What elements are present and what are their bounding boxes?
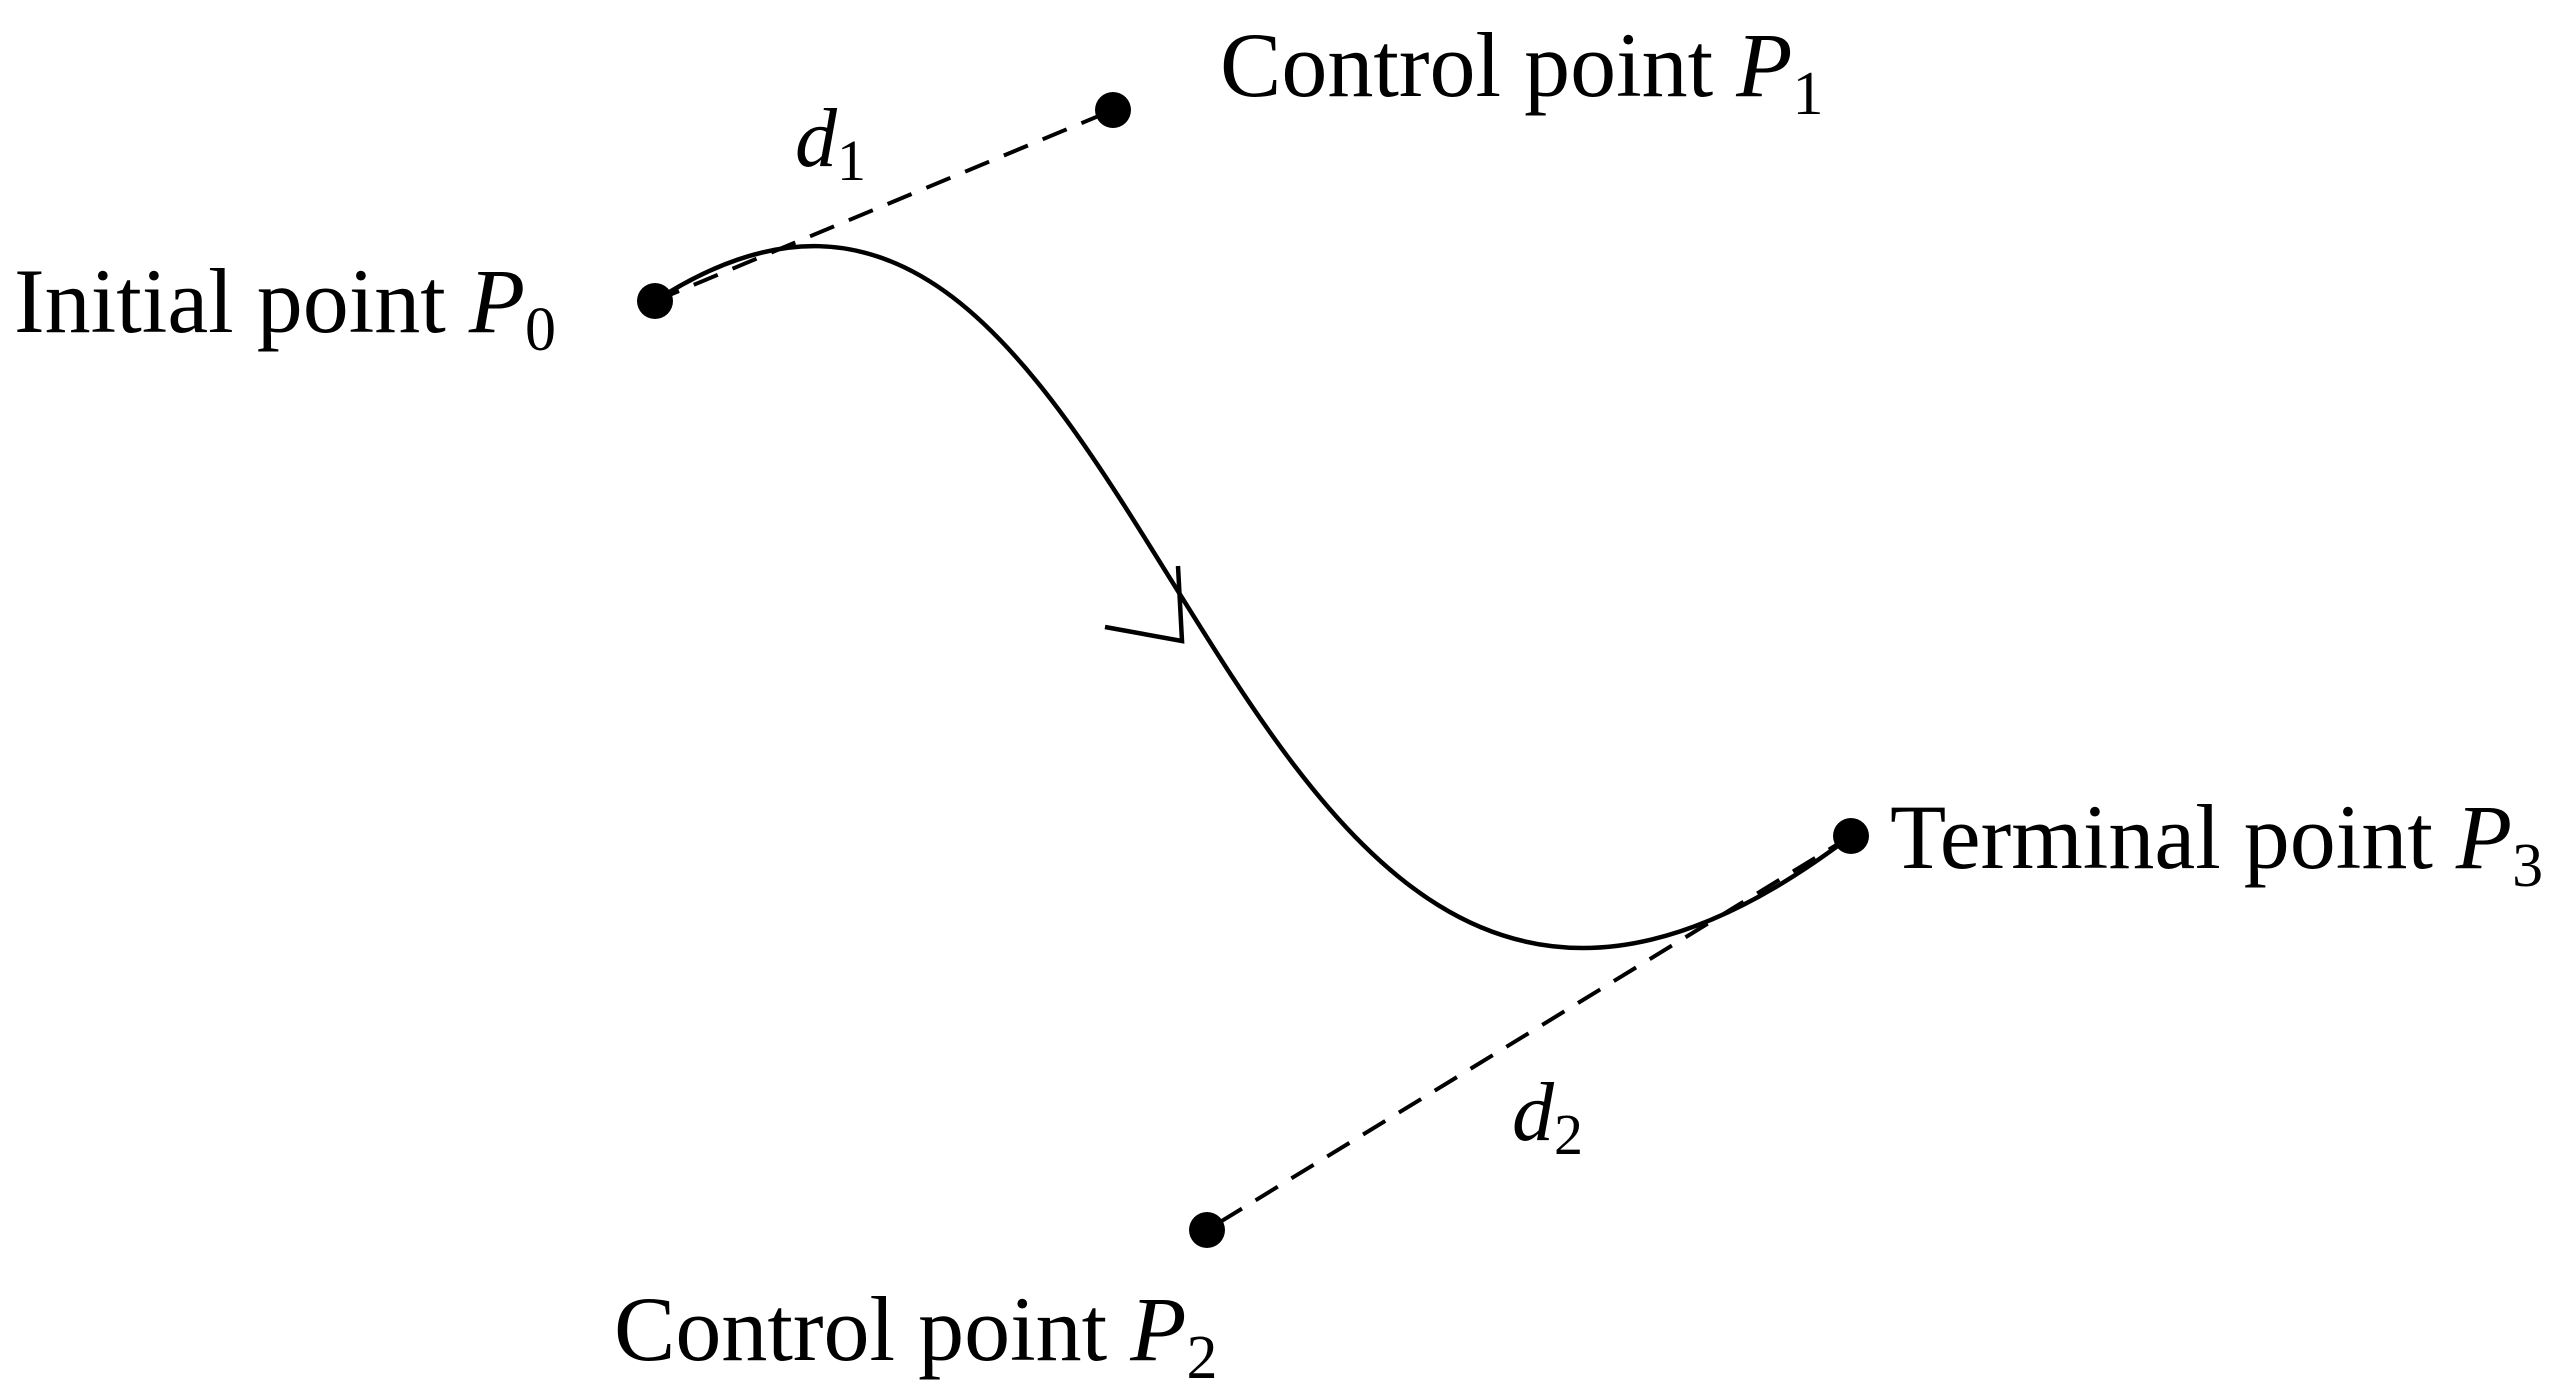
tangent-line-d1 [654,108,1114,303]
label-terminal-point-p3: Terminal point P3 [1890,786,2543,900]
control-point-p2 [1189,1212,1225,1248]
label-control-point-p1: Control point P1 [1220,14,1823,128]
label-distance-d1: d1 [795,92,866,193]
control-point-p1 [1095,92,1131,128]
terminal-point-p3 [1833,818,1869,854]
label-control-point-p2: Control point P2 [614,1278,1217,1392]
label-distance-d2: d2 [1512,1066,1583,1167]
tangent-line-d2 [1205,834,1853,1232]
initial-point-p0 [637,283,673,319]
direction-arrowhead [1104,565,1185,644]
bezier-curve [653,243,1853,950]
label-initial-point-p0: Initial point P0 [14,250,556,364]
